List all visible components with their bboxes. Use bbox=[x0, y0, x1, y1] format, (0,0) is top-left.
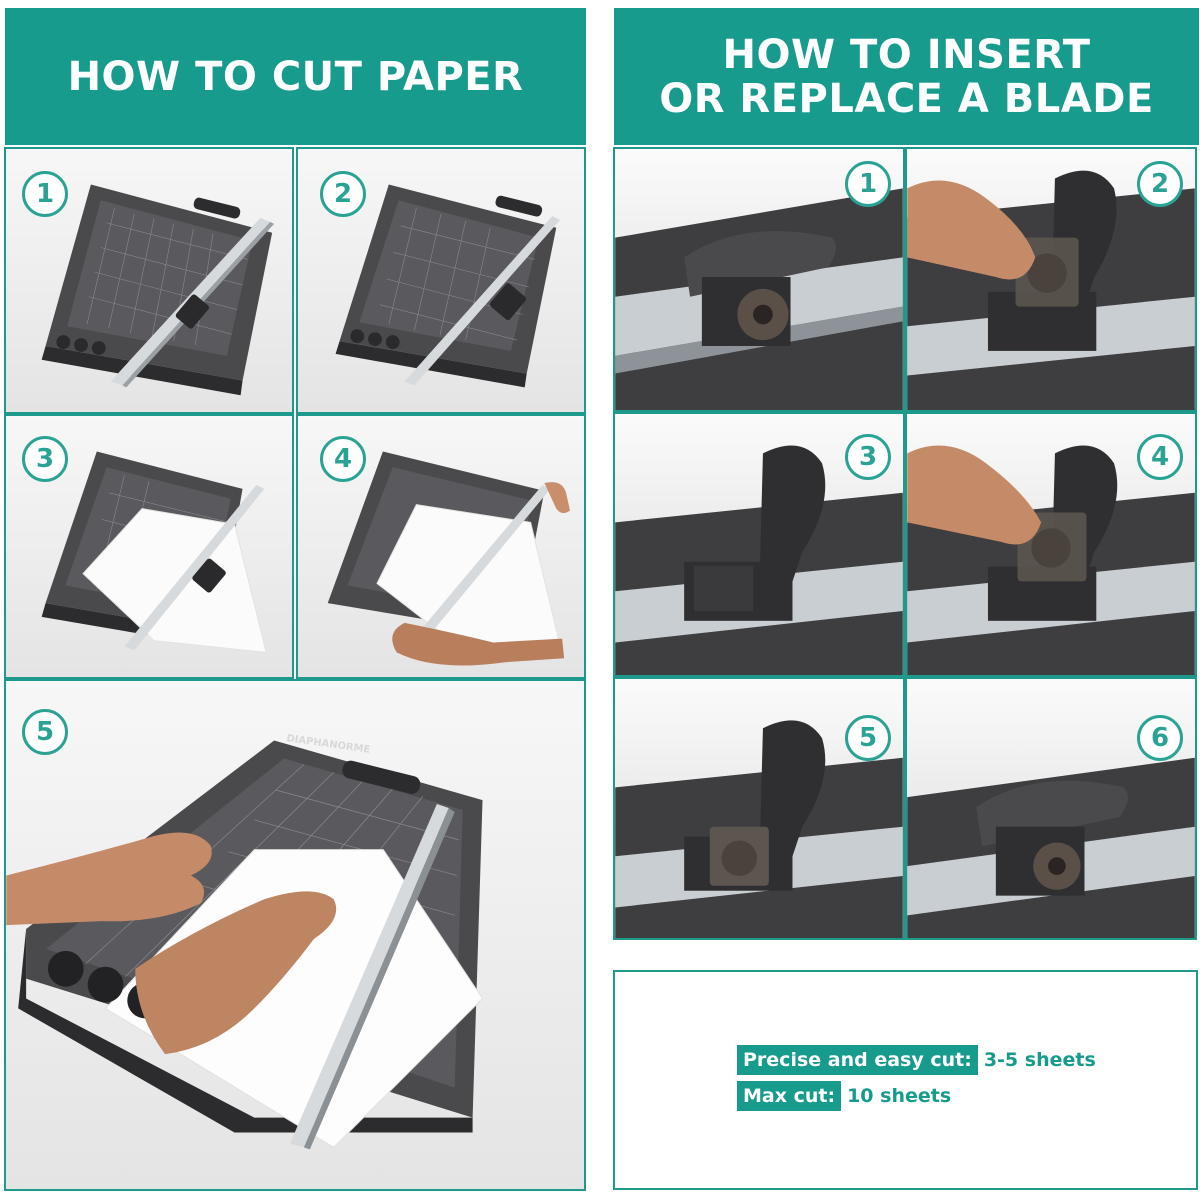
blade-step-1-badge: 1 bbox=[845, 161, 891, 207]
blade-step-4-panel: 4 bbox=[905, 412, 1197, 677]
replace-blade-title-line1: HOW TO INSERT bbox=[722, 31, 1091, 78]
blade-step-1-panel: 1 bbox=[613, 147, 905, 412]
blade-housing-reclosed-image bbox=[907, 757, 1195, 938]
blade-step-6-badge: 6 bbox=[1137, 715, 1183, 761]
blade-step-5-panel: 5 bbox=[613, 677, 905, 940]
paper-trimmer-opened-image bbox=[335, 184, 561, 388]
cut-step-1-badge: 1 bbox=[22, 171, 68, 217]
cut-step-5-badge: 5 bbox=[22, 709, 68, 755]
cut-step-5-panel: 5 DIAPHANORME bbox=[4, 679, 586, 1191]
spec-label-precise: Precise and easy cut: bbox=[737, 1045, 978, 1075]
blade-step-3-panel: 3 bbox=[613, 412, 905, 677]
cut-paper-title: HOW TO CUT PAPER bbox=[67, 53, 524, 100]
cut-step-3-panel: 3 bbox=[4, 414, 294, 679]
replace-blade-title-line2: OR REPLACE A BLADE bbox=[659, 75, 1154, 122]
blade-step-2-panel: 2 bbox=[905, 147, 1197, 412]
paper-placement-image bbox=[41, 451, 267, 653]
cut-step-2-badge: 2 bbox=[320, 171, 366, 217]
cut-step-2-panel: 2 bbox=[296, 147, 586, 414]
spec-row-max: Max cut: 10 sheets bbox=[737, 1081, 951, 1111]
hands-cutting-paper-image bbox=[6, 740, 484, 1150]
cut-step-3-badge: 3 bbox=[22, 436, 68, 482]
insert-blade-image bbox=[907, 445, 1195, 675]
spec-box: Precise and easy cut: 3-5 sheets Max cut… bbox=[613, 970, 1198, 1190]
blade-step-2-badge: 2 bbox=[1137, 161, 1183, 207]
blade-step-6-panel: 6 bbox=[905, 677, 1197, 940]
blade-seated-image bbox=[615, 720, 903, 938]
blade-step-3-badge: 3 bbox=[845, 434, 891, 480]
paper-trimmer-closed-image bbox=[41, 184, 275, 396]
spec-label-max: Max cut: bbox=[737, 1081, 842, 1111]
cut-paper-banner: HOW TO CUT PAPER bbox=[5, 8, 586, 145]
remove-blade-image bbox=[907, 170, 1195, 410]
cut-step-4-panel: 4 bbox=[296, 414, 586, 679]
blade-housing-open-image bbox=[615, 445, 903, 675]
blade-slide-cut-image bbox=[327, 451, 571, 666]
spec-value-max: 10 sheets bbox=[847, 1085, 952, 1107]
blade-housing-closed-image bbox=[615, 188, 903, 410]
spec-value-precise: 3-5 sheets bbox=[983, 1049, 1096, 1071]
blade-step-5-badge: 5 bbox=[845, 715, 891, 761]
replace-blade-banner: HOW TO INSERT OR REPLACE A BLADE bbox=[614, 8, 1199, 145]
blade-step-4-badge: 4 bbox=[1137, 434, 1183, 480]
spec-row-precise: Precise and easy cut: 3-5 sheets bbox=[737, 1045, 1096, 1075]
cut-step-1-panel: 1 bbox=[4, 147, 294, 414]
cut-step-4-badge: 4 bbox=[320, 436, 366, 482]
